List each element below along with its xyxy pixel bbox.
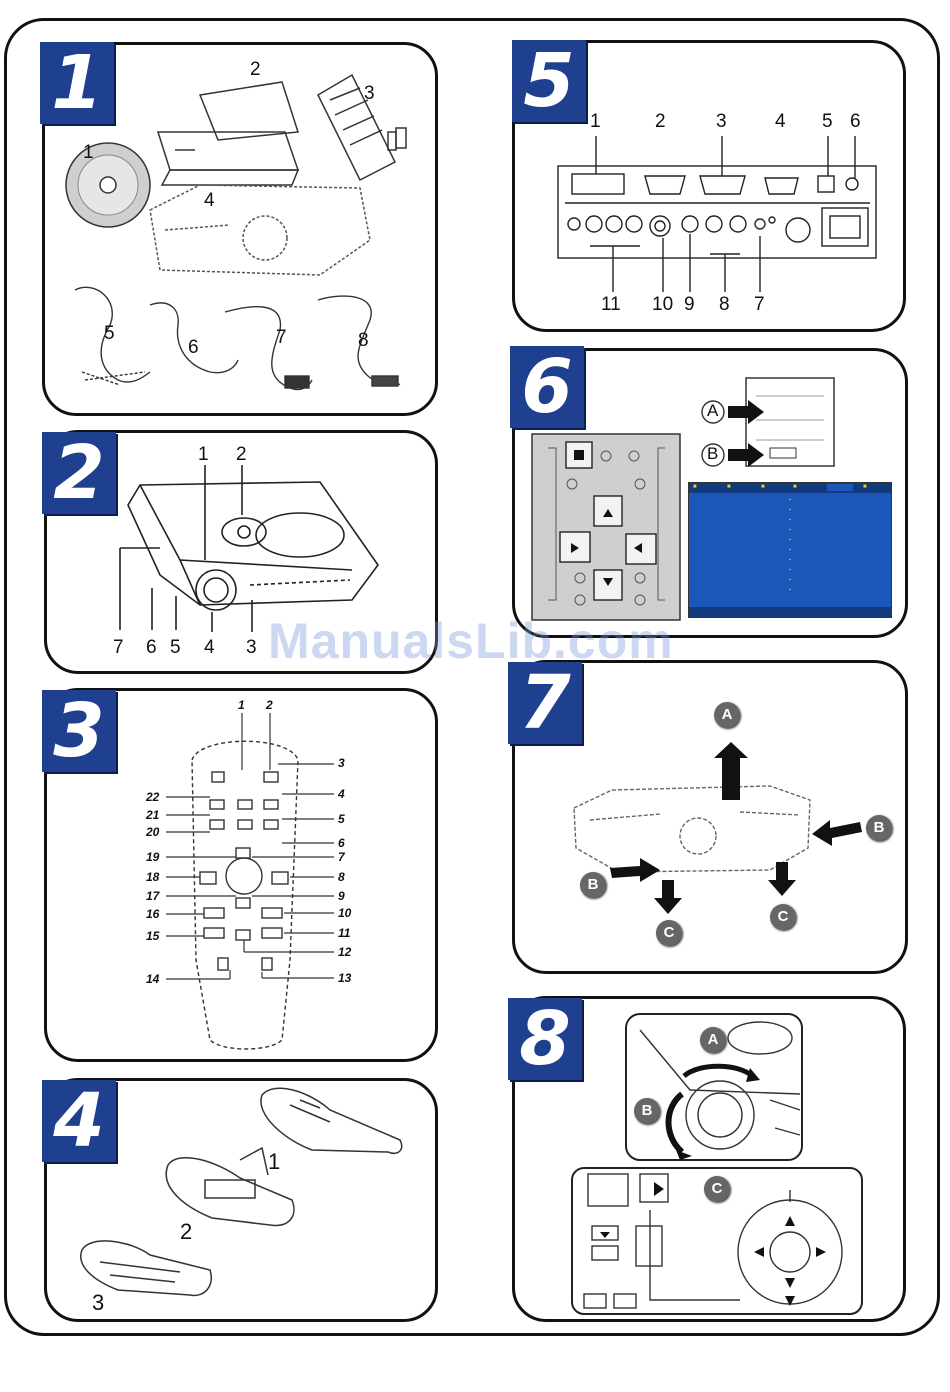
watermark: ManualsLib.com <box>268 612 674 670</box>
adjust-label: A <box>700 1027 726 1053</box>
adjust-label: C <box>704 1176 730 1202</box>
adjust-label: B <box>634 1098 660 1124</box>
